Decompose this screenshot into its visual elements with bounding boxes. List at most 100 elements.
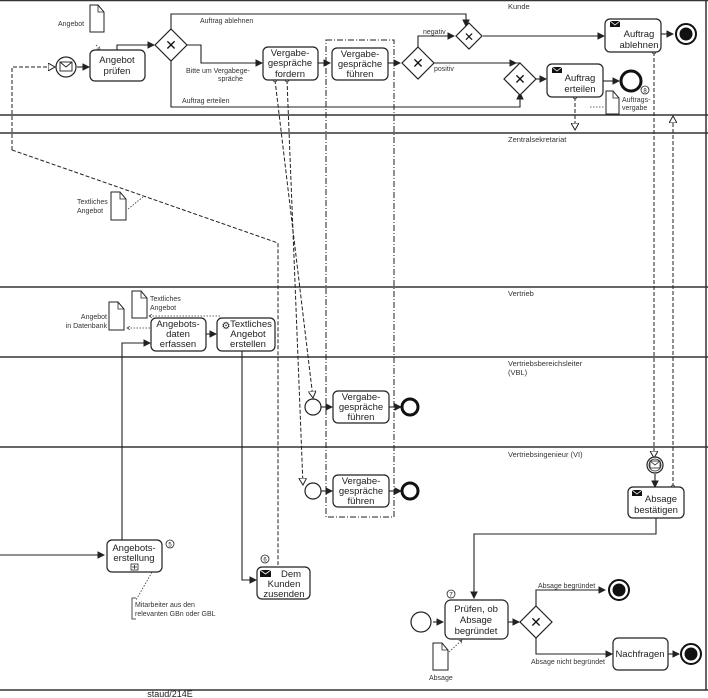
sequence-flows (0, 13, 681, 658)
lane-label-vertrieb: Vertrieb (508, 289, 534, 298)
document-icon (131, 290, 148, 319)
svg-text:zusenden: zusenden (263, 589, 304, 600)
task-auftrag-ablehnen[interactable]: Auftrag ablehnen (604, 18, 662, 53)
svg-text:7: 7 (449, 593, 453, 599)
group-vergabegespraeche (325, 39, 395, 518)
intermediate-message-event[interactable] (646, 456, 664, 474)
svg-text:Kunden: Kunden (268, 579, 301, 590)
task-nachfragen[interactable]: Nachfragen (612, 637, 669, 671)
task-dem-kunden-zusenden[interactable]: Dem Kunden zusenden (256, 566, 311, 600)
svg-text:führen: führen (347, 69, 374, 80)
x-icon: ✕ (412, 55, 424, 71)
end-event-vi[interactable] (400, 481, 420, 501)
svg-text:8: 8 (643, 89, 647, 95)
svg-text:erfassen: erfassen (160, 339, 196, 350)
start-event-absage[interactable] (410, 611, 432, 633)
svg-text:bestätigen: bestätigen (634, 505, 678, 516)
task-angebotsdaten-erfassen[interactable]: Angebots- daten erfassen (150, 317, 207, 352)
svg-text:Angebot: Angebot (81, 314, 107, 321)
gateway-erteilen-merge[interactable]: ✕ (503, 62, 537, 96)
marker-8: 8 (640, 85, 650, 95)
start-message-event[interactable] (55, 56, 77, 78)
gateway-negativ-merge[interactable]: ✕ (455, 22, 483, 50)
x-icon: ✕ (514, 71, 526, 87)
send-message-icon (610, 21, 620, 27)
flow-label-auftrag-erteilen: Auftrag erteilen (182, 98, 230, 105)
svg-text:Angebot: Angebot (150, 305, 176, 312)
doc-textliches-angebot-vertrieb: Textliches Angebot (131, 290, 181, 319)
end-event-begruendet[interactable] (608, 579, 630, 601)
gateway-angebot[interactable]: ✕ (154, 28, 188, 62)
svg-text:relevanten GBn oder GBL: relevanten GBn oder GBL (135, 611, 216, 618)
svg-text:Angebots-: Angebots- (112, 543, 155, 554)
start-event-vi[interactable] (304, 482, 322, 500)
svg-text:Textliches: Textliches (150, 296, 181, 303)
task-vergabegespraeche-fuehren-vbl[interactable]: Vergabe- gespräche führen (332, 390, 390, 424)
end-event-nachfragen[interactable] (680, 643, 702, 665)
svg-text:in Datenbank: in Datenbank (66, 323, 108, 330)
end-event-ablehnen[interactable] (675, 23, 697, 45)
svg-text:gespräche: gespräche (339, 402, 383, 413)
task-angebotserstellung[interactable]: Angebots- erstellung (106, 539, 163, 573)
send-message-icon (260, 570, 271, 577)
document-icon (605, 90, 620, 115)
svg-text:Absage: Absage (645, 494, 677, 505)
end-event-vbl[interactable] (400, 397, 420, 417)
svg-text:gespräche: gespräche (268, 58, 312, 69)
task-angebot-pruefen[interactable]: Angebot prüfen (89, 49, 146, 82)
doc-angebot: Angebot (58, 4, 105, 33)
task-vergabegespraeche-fordern[interactable]: Vergabe- gespräche fordern (262, 46, 319, 81)
svg-text:Vergabe-: Vergabe- (342, 476, 381, 487)
svg-text:Angebot: Angebot (77, 208, 103, 215)
svg-text:Absage: Absage (460, 615, 492, 626)
svg-text:vergabe: vergabe (622, 105, 647, 112)
gear-icon: ⚙ (222, 321, 231, 332)
doc-auftragsvergabe: Auftrags- vergabe (605, 90, 651, 115)
gateway-result[interactable]: ✕ (401, 46, 435, 80)
svg-text:führen: führen (348, 412, 375, 423)
document-icon (89, 4, 105, 33)
flow-label-bitte-vergabe-1: Bitte um Vergabege- (186, 68, 250, 75)
svg-text:Dem: Dem (281, 569, 301, 580)
svg-text:Vergabe-: Vergabe- (271, 48, 310, 59)
gateway-absage[interactable]: ✕ (519, 605, 553, 639)
flow-label-bitte-vergabe-2: spräche (218, 76, 243, 83)
task-auftrag-erteilen[interactable]: Auftrag erteilen (546, 63, 604, 98)
svg-text:Nachfragen: Nachfragen (615, 649, 664, 660)
svg-text:Auftrag: Auftrag (565, 73, 596, 84)
lane-label-kunde: Kunde (508, 2, 530, 11)
svg-text:Auftrags-: Auftrags- (622, 97, 651, 104)
svg-text:ablehnen: ablehnen (619, 40, 658, 51)
svg-text:Textliches: Textliches (230, 319, 272, 330)
lane-label-zentralsekretariat: Zentralsekretariat (508, 135, 567, 144)
doc-angebot-in-datenbank: Angebot in Datenbank (66, 301, 125, 331)
task-pruefen-absage-begruendet[interactable]: Prüfen, ob Absage begründet (444, 599, 509, 640)
doc-textliches-angebot-kunde: Textliches Angebot (77, 191, 127, 221)
marker-6: 6 (260, 554, 270, 564)
svg-text:erstellung: erstellung (113, 553, 154, 564)
svg-text:fordern: fordern (275, 69, 305, 80)
lane-label-vi: Vertriebsingenieur (VI) (508, 450, 583, 459)
send-message-icon (632, 490, 642, 496)
svg-text:Angebot: Angebot (58, 21, 84, 28)
start-event-vbl[interactable] (304, 398, 322, 416)
task-vergabegespraeche-fuehren-vi[interactable]: Vergabe- gespräche führen (332, 474, 390, 508)
flow-label-auftrag-ablehnen: Auftrag ablehnen (200, 18, 253, 25)
task-vergabegespraeche-fuehren-kunde[interactable]: Vergabe- gespräche führen (331, 47, 389, 81)
lane-label-vbl-2: (VBL) (508, 368, 528, 377)
svg-text:erteilen: erteilen (564, 84, 595, 95)
x-icon: ✕ (530, 614, 542, 630)
x-icon: ✕ (464, 30, 474, 44)
task-absage-bestaetigen[interactable]: Absage bestätigen (627, 486, 685, 519)
svg-text:Prüfen, ob: Prüfen, ob (454, 604, 498, 615)
flow-label-negativ: negativ (423, 29, 446, 36)
flow-label-absage-nicht-begruendet: Absage nicht begründet (531, 659, 605, 666)
svg-text:gespräche: gespräche (339, 486, 383, 497)
end-event-erteilen[interactable] (619, 69, 643, 93)
svg-text:begründet: begründet (455, 626, 498, 637)
svg-text:6: 6 (263, 558, 267, 564)
doc-absage: Absage (429, 642, 453, 682)
task-textliches-angebot-erstellen[interactable]: ⚙ Textliches Angebot erstellen (216, 317, 276, 352)
marker-7: 7 (446, 589, 456, 599)
